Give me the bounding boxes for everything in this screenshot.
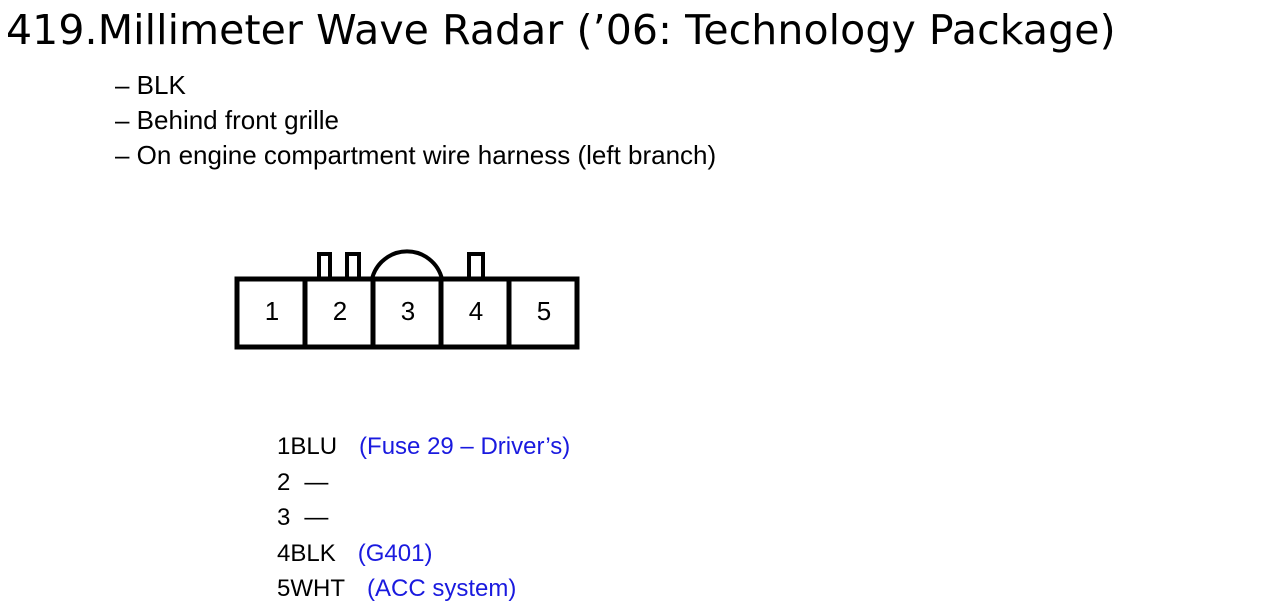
note-location: – Behind front grille (115, 105, 340, 135)
cavity-label-3: 3 (401, 296, 415, 326)
page-title: 419.Millimeter Wave Radar (’06: Technolo… (6, 6, 1116, 54)
pin-number: 3 (277, 504, 291, 531)
pin-row: 3— (277, 500, 570, 536)
cavity-label-5: 5 (537, 296, 551, 326)
connector-lock-hump (370, 249, 444, 280)
pin-row: 2— (277, 465, 570, 501)
cavity-label-1: 1 (265, 296, 279, 326)
connector-tab-left-b (345, 252, 361, 281)
pin-circuit-note: (G401) (357, 539, 433, 567)
pin-wire-color: WHT (290, 575, 346, 602)
pin-number: 1 (277, 433, 291, 460)
pin-number: 4 (277, 539, 291, 567)
connector-diagram: 1 2 3 4 5 (234, 249, 580, 350)
connector-body (234, 276, 580, 350)
pin-row: 4BLK (G401) (277, 536, 570, 572)
pin-row: 5WHT (ACC system) (277, 571, 570, 607)
pin-row: 1BLU (Fuse 29 – Driver’s) (277, 429, 570, 465)
cavity-label-2: 2 (333, 296, 347, 326)
connector-tab-left-a (317, 252, 332, 281)
cavity-label-4: 4 (469, 296, 483, 326)
note-color: – BLK (115, 70, 186, 100)
pin-assignment-list: 1BLU(Fuse 29 – Driver’s) 2— 3— 4BLK(G401… (277, 429, 570, 607)
pin-number: 2 (277, 468, 291, 496)
pin-wire-color: BLK (290, 539, 336, 567)
pin-unused-dash: — (304, 504, 329, 531)
note-harness: – On engine compartment wire harness (le… (115, 140, 717, 170)
pin-wire-color: BLU (290, 433, 338, 460)
pin-circuit-note: (ACC system) (367, 575, 517, 602)
pin-number: 5 (277, 575, 291, 602)
pin-circuit-note: (Fuse 29 – Driver’s) (359, 433, 571, 460)
connector-tab-right (467, 252, 485, 281)
pin-unused-dash: — (304, 468, 329, 496)
connector-notes: – BLK – Behind front grille – On engine … (115, 68, 716, 173)
